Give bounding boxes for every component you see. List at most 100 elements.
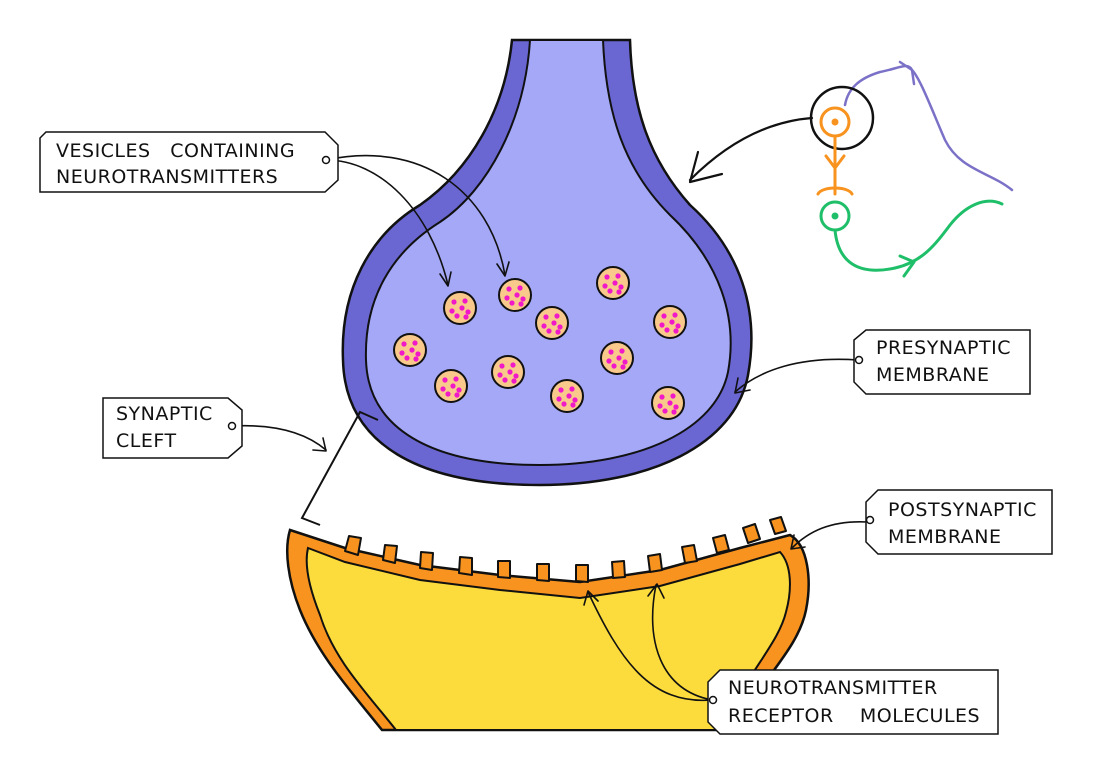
neurotransmitter-dot xyxy=(616,355,622,361)
neurotransmitter-dot xyxy=(509,300,515,306)
receptor-molecule xyxy=(647,553,663,573)
neurotransmitter-dot xyxy=(510,362,516,368)
vesicle xyxy=(600,341,634,375)
label-postsynaptic: POSTSYNAPTIC MEMBRANE xyxy=(865,489,1053,555)
receptor-molecule xyxy=(742,523,761,544)
neurotransmitter-dot xyxy=(440,386,446,392)
motor-nucleus xyxy=(831,212,839,220)
label-pin xyxy=(865,515,875,525)
synaptic-cleft-bracket xyxy=(300,410,379,526)
receptor-molecule xyxy=(769,516,787,535)
neurotransmitter-dot xyxy=(673,328,679,334)
label-vesicles: VESICLES CONTAINING NEUROTRANSMITTERS xyxy=(39,131,339,193)
neurotransmitter-dot xyxy=(541,323,547,329)
receptor-molecules xyxy=(344,516,787,583)
label-line: MEMBRANE xyxy=(876,364,989,386)
receptor-molecule xyxy=(497,560,511,579)
neurotransmitter-dot xyxy=(606,358,612,364)
neurotransmitter-dot xyxy=(502,377,508,383)
neurotransmitter-dot xyxy=(413,356,419,362)
relay-cell-body xyxy=(819,106,851,138)
inset-arrow-head xyxy=(688,150,724,184)
neurotransmitter-dot xyxy=(404,355,410,361)
neurotransmitter-dot xyxy=(514,292,520,298)
neurotransmitter-dot xyxy=(612,280,618,286)
vesicle-arrow-1-head xyxy=(439,271,452,287)
cleft-arrow xyxy=(232,424,327,451)
neurotransmitter-dot xyxy=(619,348,625,354)
vesicle-arrow-2 xyxy=(325,154,506,276)
neurotransmitter-dot xyxy=(667,400,673,406)
label-tag xyxy=(39,131,339,193)
receptor-molecule xyxy=(419,551,434,571)
neurotransmitter-dot xyxy=(551,320,557,326)
label-tag xyxy=(865,489,1053,555)
neurotransmitter-dot xyxy=(608,349,614,355)
neurotransmitter-dot xyxy=(442,377,448,383)
pointer-arrows xyxy=(232,116,869,702)
presynaptic-cytoplasm xyxy=(364,39,732,467)
presynaptic-arrow-head xyxy=(734,377,751,394)
presynaptic-terminal xyxy=(341,38,753,487)
neurotransmitter-dot xyxy=(664,327,670,333)
neurotransmitter-dot xyxy=(554,313,560,319)
label-pin xyxy=(708,695,718,705)
vesicle xyxy=(651,386,685,420)
vesicle xyxy=(443,291,477,325)
neurotransmitter-dot xyxy=(566,393,572,399)
neurotransmitter-dot xyxy=(543,314,549,320)
vesicle-arrow-2-head xyxy=(496,261,510,277)
neurotransmitter-dot xyxy=(409,347,415,353)
neurotransmitter-dot xyxy=(659,394,665,400)
label-cleft: SYNAPTIC CLEFT xyxy=(102,397,243,459)
postsynaptic-neuron xyxy=(285,516,810,732)
neurotransmitter-dot xyxy=(673,404,679,410)
vesicles xyxy=(393,266,687,420)
neurotransmitter-dot xyxy=(561,401,567,407)
neurotransmitter-dot xyxy=(450,383,456,389)
neurotransmitter-dot xyxy=(520,296,526,302)
neurotransmitter-dot xyxy=(506,286,512,292)
neurotransmitter-dot xyxy=(670,393,676,399)
neurotransmitter-dot xyxy=(572,397,578,403)
receptor-arrow-2-head xyxy=(647,583,665,599)
receptor-molecule xyxy=(458,556,473,576)
label-pin xyxy=(227,421,237,431)
label-line: POSTSYNAPTIC xyxy=(888,499,1037,521)
label-tag xyxy=(853,329,1031,395)
neurotransmitter-dot xyxy=(401,341,407,347)
vesicle xyxy=(434,369,468,403)
neurotransmitter-dot xyxy=(570,402,576,408)
neurotransmitter-dot xyxy=(604,274,610,280)
neurotransmitter-dot xyxy=(557,324,563,330)
neurotransmitter-dot xyxy=(620,364,626,370)
label-line: RECEPTOR MOLECULES xyxy=(728,705,980,727)
neurotransmitter-dot xyxy=(556,396,562,402)
sensory-neuron-arrow xyxy=(898,60,916,86)
postsynaptic-arrow-head xyxy=(790,534,806,550)
neurotransmitter-dot xyxy=(454,392,460,398)
neurotransmitter-dot xyxy=(607,288,613,294)
label-line: CLEFT xyxy=(116,430,177,452)
inset-arrow xyxy=(688,116,814,182)
neurotransmitter-dot xyxy=(459,305,465,311)
receptor-arrow-2 xyxy=(651,584,713,701)
relay-neuron-arrow xyxy=(824,154,846,170)
neurotransmitter-dot xyxy=(465,309,471,315)
receptor-molecule xyxy=(611,560,626,579)
vesicle xyxy=(653,305,687,339)
neurotransmitter-dot xyxy=(662,408,668,414)
vesicle xyxy=(535,306,569,340)
neurotransmitter-dot xyxy=(611,363,617,369)
vesicle-arrow-1 xyxy=(325,159,449,286)
receptor-molecule xyxy=(536,563,550,582)
reflex-arc-inset xyxy=(809,60,1014,278)
neurotransmitter-dot xyxy=(558,387,564,393)
label-line: VESICLES CONTAINING xyxy=(56,140,295,162)
neurotransmitter-dot xyxy=(462,298,468,304)
receptor-molecule xyxy=(382,544,398,564)
neurotransmitter-dot xyxy=(661,313,667,319)
neurotransmitter-dot xyxy=(615,273,621,279)
relay-nucleus xyxy=(831,118,839,126)
